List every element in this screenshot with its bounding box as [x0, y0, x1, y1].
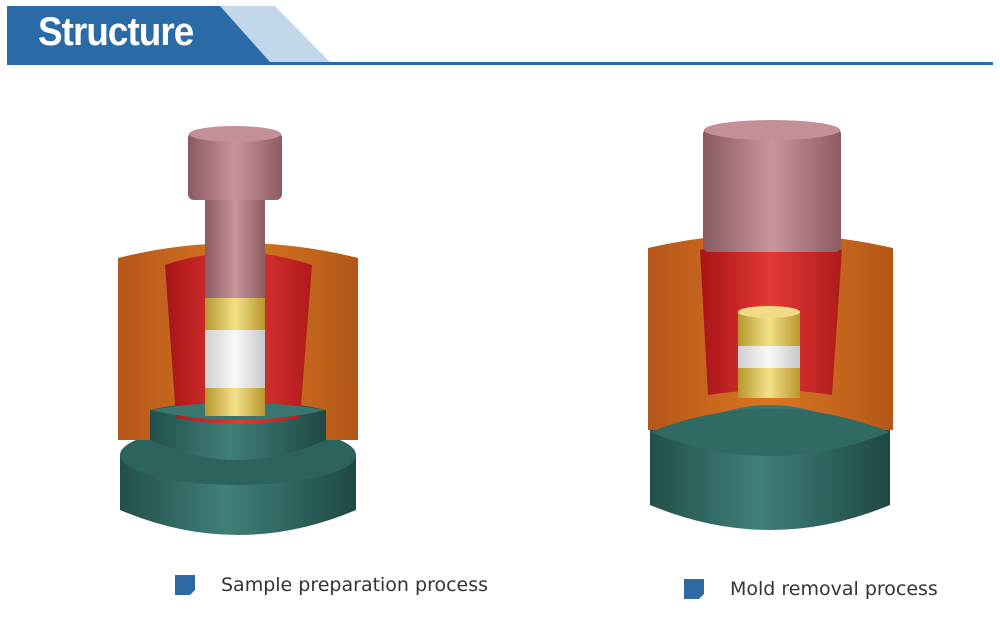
header-underline — [7, 62, 993, 65]
mold-removal-diagram — [648, 120, 893, 530]
page-title: Structure — [38, 10, 194, 54]
legend-sample-preparation: Sample preparation process — [175, 574, 488, 596]
legend-label: Mold removal process — [730, 578, 938, 600]
legend-square-icon — [175, 575, 195, 595]
legend-square-icon — [684, 579, 704, 599]
legend-label: Sample preparation process — [221, 574, 489, 596]
legend-mold-removal: Mold removal process — [684, 578, 938, 600]
sample-preparation-diagram — [118, 126, 358, 535]
